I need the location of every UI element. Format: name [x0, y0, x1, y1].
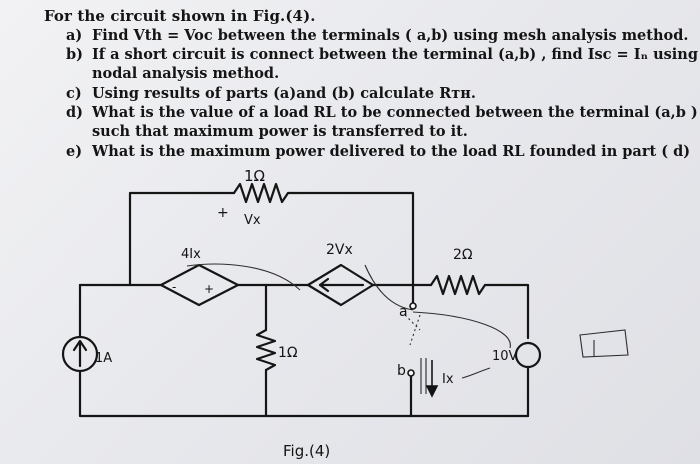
dep-source-2vx-diamond — [306, 263, 375, 307]
figure-caption: Fig.(4) — [283, 442, 330, 460]
part-b-label: b) — [66, 46, 83, 63]
label-4ix-plus: + — [204, 282, 214, 296]
part-a-text: Find Vth = Voc between the terminals ( a… — [92, 27, 689, 44]
wire-top-right — [292, 191, 415, 289]
pencil-arrow-ix — [461, 367, 491, 379]
part-d: d) What is the value of a load RL to be c… — [66, 104, 698, 121]
label-vx: Vx — [244, 213, 261, 228]
part-a-label: a) — [66, 27, 83, 44]
dep-source-4ix-diamond — [159, 263, 240, 307]
resistor-top-zigzag — [232, 182, 296, 204]
part-e-text: What is the maximum power delivered to t… — [92, 143, 691, 160]
pencil-curve-2 — [364, 264, 414, 311]
wire-bottom — [78, 370, 530, 418]
ix-arrow-head — [425, 385, 439, 398]
pencil-curve-1 — [186, 263, 301, 291]
label-vx-plus: + — [217, 205, 229, 221]
current-source-arrow-head — [72, 339, 88, 352]
ix-probe-lines — [420, 358, 427, 394]
part-d-continuation: such that maximum power is transferred t… — [92, 123, 468, 140]
pencil-hatch — [404, 314, 421, 346]
terminal-b-dot — [407, 369, 415, 377]
label-4ix: 4Ix — [181, 247, 201, 262]
label-4ix-minus: - — [172, 280, 176, 294]
resistor-middle-zigzag — [255, 328, 277, 372]
pencil-box-sketch — [579, 329, 629, 358]
label-2vx: 2Vx — [326, 242, 353, 258]
part-c-text: Using results of parts (a)and (b) calcul… — [92, 85, 476, 102]
question-title: For the circuit shown in Fig.(4). — [44, 7, 316, 25]
part-a: a) Find Vth = Voc between the terminals (… — [66, 27, 688, 44]
dep-source-2vx-arrow-head — [318, 277, 330, 293]
label-voltage-source: 10V — [492, 349, 518, 364]
label-terminal-b: b — [397, 363, 406, 379]
part-b-text: If a short circuit is connect between th… — [92, 46, 698, 63]
part-d-label: d) — [66, 104, 83, 121]
label-terminal-a: a — [399, 304, 408, 320]
part-e-label: e) — [66, 143, 83, 160]
terminal-a-dot — [409, 302, 417, 310]
part-c-label: c) — [66, 85, 82, 102]
pencil-curve-3 — [412, 311, 511, 349]
voltage-source-circle — [514, 341, 542, 369]
current-source-circle — [61, 335, 99, 373]
wire-top-left — [128, 191, 236, 287]
part-e: e) What is the maximum power delivered to… — [66, 143, 690, 160]
wire-right-top — [489, 283, 530, 340]
label-right-resistor: 2Ω — [453, 247, 473, 263]
part-c: c) Using results of parts (a)and (b) calc… — [66, 85, 476, 102]
label-ix: Ix — [442, 372, 454, 387]
label-current-source: 1A — [95, 351, 112, 366]
part-d-text: What is the value of a load RL to be con… — [92, 104, 698, 121]
label-top-resistor: 1Ω — [244, 167, 265, 185]
label-middle-resistor: 1Ω — [278, 345, 298, 361]
part-b: b) If a short circuit is connect between … — [66, 46, 698, 63]
part-b-continuation: nodal analysis method. — [92, 65, 280, 82]
resistor-right-zigzag — [429, 274, 493, 296]
